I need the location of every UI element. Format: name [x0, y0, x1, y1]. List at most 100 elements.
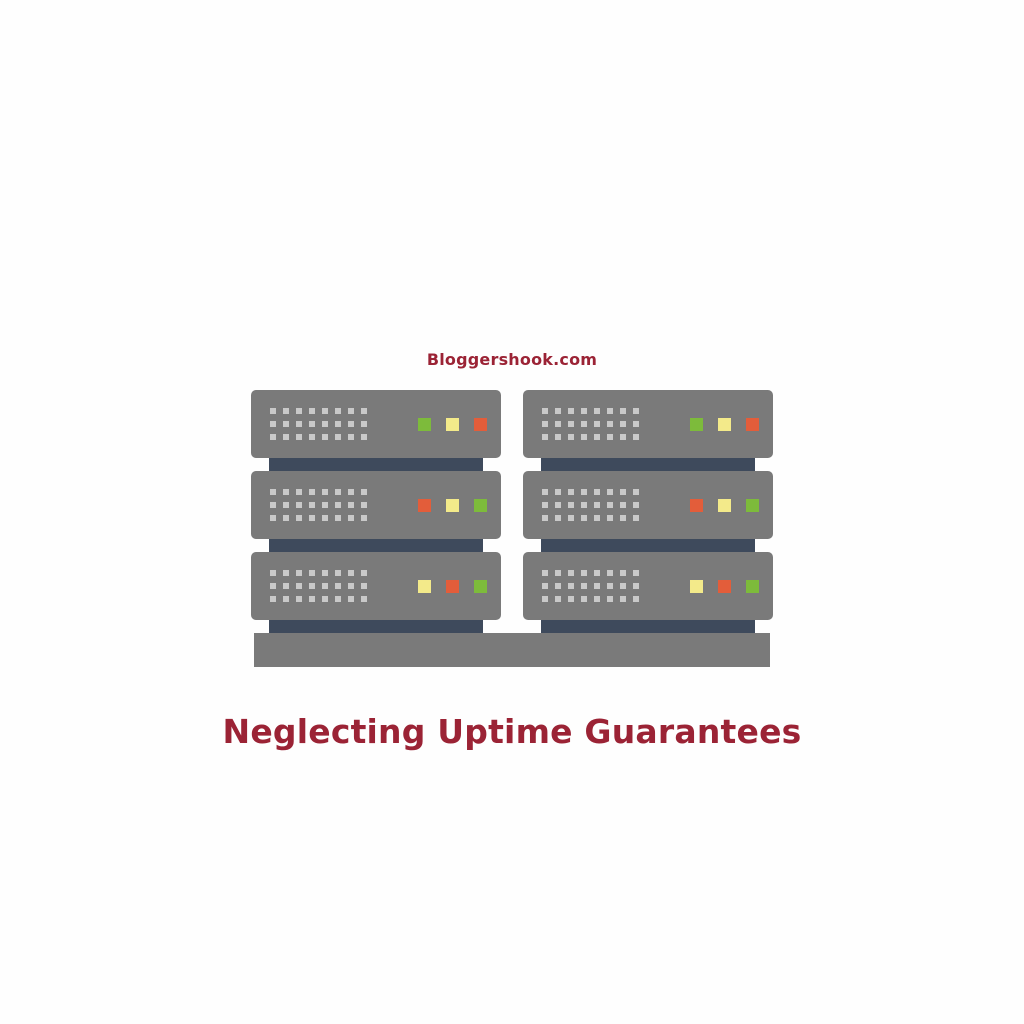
vent-slot	[555, 421, 561, 427]
vent-slot	[620, 502, 626, 508]
vent-slot	[633, 502, 639, 508]
vent-slot	[620, 421, 626, 427]
status-led-red	[690, 499, 703, 512]
vent-slot	[607, 583, 613, 589]
vent-slot	[335, 583, 341, 589]
vent-slot	[555, 408, 561, 414]
vent-slot	[568, 421, 574, 427]
vent-slot	[555, 583, 561, 589]
vent-slot	[322, 583, 328, 589]
vent-slot	[335, 421, 341, 427]
vent-slot	[633, 408, 639, 414]
vent-slot	[581, 502, 587, 508]
status-led-green	[474, 499, 487, 512]
status-led-yellow	[690, 580, 703, 593]
rack-1-unit-2-connector	[269, 537, 483, 552]
vent-slot	[361, 489, 367, 495]
vent-slot	[322, 434, 328, 440]
vent-slot	[335, 489, 341, 495]
vent-slot	[542, 596, 548, 602]
vent-slot	[309, 421, 315, 427]
vent-slot	[568, 583, 574, 589]
headline: Neglecting Uptime Guarantees	[222, 712, 802, 751]
vent-slot	[296, 434, 302, 440]
rack-2-unit-3-connector	[541, 618, 755, 633]
vent-slot	[555, 489, 561, 495]
vent-slot	[542, 421, 548, 427]
vent-slot	[270, 434, 276, 440]
status-led-red	[418, 499, 431, 512]
status-led-green	[746, 580, 759, 593]
status-led-red	[446, 580, 459, 593]
vent-slot	[296, 489, 302, 495]
vent-slot	[361, 583, 367, 589]
vent-slot	[296, 596, 302, 602]
vent-slot	[568, 515, 574, 521]
vent-slot	[361, 421, 367, 427]
watermark-text: Bloggershook.com	[426, 350, 598, 369]
vent-slot	[620, 583, 626, 589]
vent-slot	[322, 421, 328, 427]
rack-2-unit-1-connector	[541, 456, 755, 471]
vent-slot	[361, 502, 367, 508]
vent-slot	[581, 583, 587, 589]
vent-slot	[620, 489, 626, 495]
vent-slot	[335, 502, 341, 508]
vent-slot	[296, 408, 302, 414]
vent-slot	[309, 489, 315, 495]
vent-slot	[348, 408, 354, 414]
vent-slot	[594, 421, 600, 427]
status-led-yellow	[446, 499, 459, 512]
vent-slot	[322, 570, 328, 576]
vent-slot	[568, 502, 574, 508]
status-led-yellow	[418, 580, 431, 593]
status-led-green	[418, 418, 431, 431]
vent-slot	[270, 596, 276, 602]
vent-slot	[607, 421, 613, 427]
vent-slot	[607, 502, 613, 508]
vent-slot	[594, 596, 600, 602]
vent-slot	[283, 434, 289, 440]
vent-slot	[348, 515, 354, 521]
rack-1-unit-1-connector	[269, 456, 483, 471]
vent-slot	[633, 596, 639, 602]
vent-slot	[581, 434, 587, 440]
vent-slot	[607, 515, 613, 521]
vent-slot	[361, 596, 367, 602]
vent-slot	[335, 515, 341, 521]
vent-slot	[568, 408, 574, 414]
vent-slot	[620, 570, 626, 576]
vent-slot	[309, 583, 315, 589]
vent-slot	[555, 434, 561, 440]
vent-slot	[270, 502, 276, 508]
vent-slot	[568, 434, 574, 440]
vent-slot	[594, 502, 600, 508]
vent-slot	[581, 489, 587, 495]
vent-slot	[607, 408, 613, 414]
vent-slot	[568, 489, 574, 495]
vent-slot	[542, 408, 548, 414]
vent-slot	[555, 502, 561, 508]
vent-slot	[594, 583, 600, 589]
vent-slot	[555, 596, 561, 602]
vent-slot	[296, 502, 302, 508]
vent-slot	[270, 421, 276, 427]
vent-slot	[361, 408, 367, 414]
rack-base-platform	[254, 633, 770, 667]
vent-slot	[568, 596, 574, 602]
status-led-green	[690, 418, 703, 431]
vent-slot	[581, 570, 587, 576]
vent-slot	[335, 596, 341, 602]
vent-slot	[633, 421, 639, 427]
vent-slot	[322, 408, 328, 414]
vent-slot	[309, 502, 315, 508]
status-led-yellow	[718, 418, 731, 431]
vent-slot	[283, 502, 289, 508]
vent-slot	[555, 570, 561, 576]
vent-slot	[283, 570, 289, 576]
rack-1-unit-2	[251, 471, 501, 539]
vent-slot	[283, 421, 289, 427]
vent-slot	[309, 596, 315, 602]
vent-slot	[322, 515, 328, 521]
